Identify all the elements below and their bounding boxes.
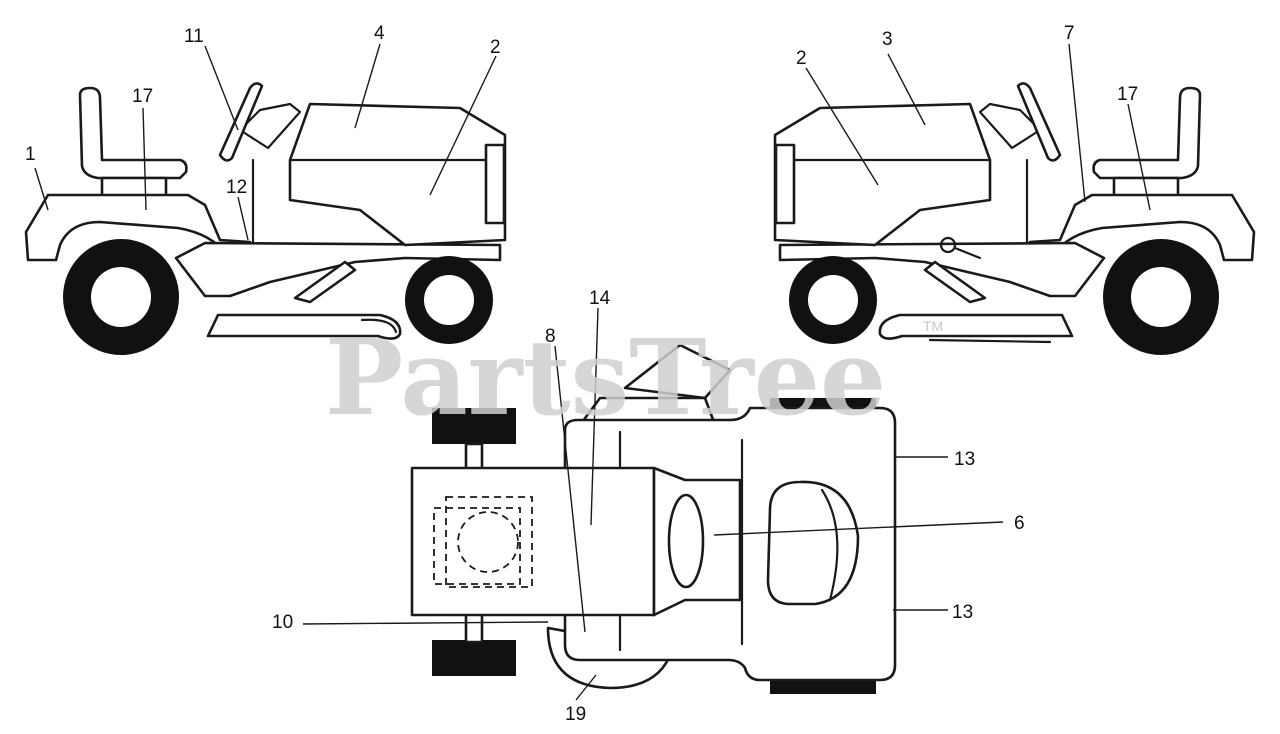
callout-12: 12 bbox=[226, 177, 247, 198]
callout-1: 1 bbox=[25, 144, 36, 165]
callout-17-right: 17 bbox=[1117, 84, 1138, 105]
callout-7: 7 bbox=[1064, 23, 1075, 44]
top-view-tractor bbox=[410, 343, 897, 694]
callout-13: 13 bbox=[954, 449, 975, 470]
callout-11: 11 bbox=[184, 26, 204, 47]
left-side-view-tractor bbox=[24, 82, 507, 355]
callout-8: 8 bbox=[545, 326, 556, 347]
callout-14: 14 bbox=[589, 288, 611, 309]
callout-3: 3 bbox=[882, 29, 893, 50]
callout-2-right: 2 bbox=[796, 48, 807, 69]
watermark-text: PartsTree bbox=[325, 316, 886, 439]
callout-2: 2 bbox=[490, 37, 501, 58]
callout-17: 17 bbox=[132, 86, 153, 107]
callout-6: 6 bbox=[1014, 513, 1025, 534]
callout-labels: 1 17 11 4 2 12 2 3 7 17 14 8 13 6 13 10 … bbox=[25, 23, 1138, 725]
right-side-view-tractor bbox=[773, 82, 1256, 355]
callout-13-lower: 13 bbox=[952, 602, 973, 623]
callout-10: 10 bbox=[272, 612, 293, 633]
watermark-trademark: TM bbox=[923, 318, 943, 334]
callout-19: 19 bbox=[565, 704, 586, 725]
callout-4: 4 bbox=[374, 23, 385, 44]
leader-lines bbox=[34, 43, 1151, 701]
